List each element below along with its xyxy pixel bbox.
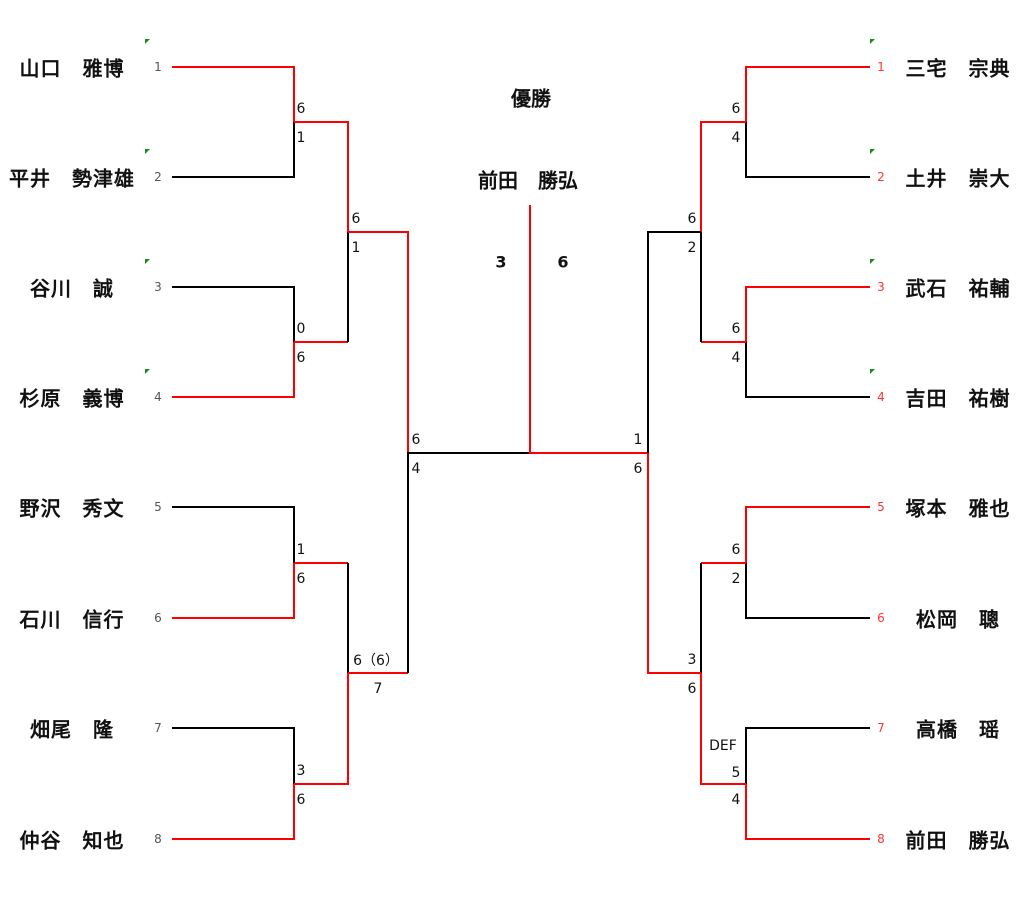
seed-number: 7 xyxy=(877,721,885,735)
seed-number: 2 xyxy=(877,170,885,184)
seed-number: 1 xyxy=(877,60,885,74)
marker-icon xyxy=(870,39,875,44)
player-name: 塚本 雅也 xyxy=(905,496,1011,521)
player-name: 吉田 祐樹 xyxy=(905,386,1011,411)
score: 1 xyxy=(351,240,361,256)
player-name: 畑尾 隆 xyxy=(30,717,114,742)
champion-label: 優勝 xyxy=(511,86,551,111)
player-name: 松岡 聰 xyxy=(916,607,1000,632)
score: 6 xyxy=(687,211,697,227)
score: 2 xyxy=(731,571,741,587)
seed-number: 6 xyxy=(877,611,885,625)
seed-number: 6 xyxy=(154,611,162,625)
score: 6 xyxy=(296,350,306,366)
seed-number: 1 xyxy=(154,60,162,74)
score: 4 xyxy=(731,350,741,366)
score: 6 xyxy=(731,321,741,337)
marker-icon xyxy=(145,369,150,374)
marker-icon xyxy=(145,149,150,154)
marker-icon xyxy=(870,259,875,264)
score: 6 xyxy=(687,681,697,697)
final-score-right: 6 xyxy=(557,252,569,272)
seed-number: 8 xyxy=(877,832,885,846)
seed-number: 3 xyxy=(154,280,162,294)
marker-icon xyxy=(870,149,875,154)
score: 6 xyxy=(411,432,421,448)
seed-number: 2 xyxy=(154,170,162,184)
score: 6 xyxy=(351,211,361,227)
final-score-left: 3 xyxy=(495,252,507,272)
score: 0 xyxy=(296,321,306,337)
player-name: 土井 崇大 xyxy=(905,166,1011,191)
seed-number: 7 xyxy=(154,721,162,735)
champion-name: 前田 勝弘 xyxy=(478,168,578,193)
score: 2 xyxy=(687,240,697,256)
score: DEF xyxy=(709,738,737,754)
score: 4 xyxy=(731,792,741,808)
score: 6 xyxy=(633,461,643,477)
score: 4 xyxy=(411,461,421,477)
player-name: 平井 勢津雄 xyxy=(9,166,135,191)
score: 1 xyxy=(296,130,306,146)
score: 6 xyxy=(731,542,741,558)
seed-number: 4 xyxy=(877,390,885,404)
score: 3 xyxy=(687,652,697,668)
score: 1 xyxy=(296,542,306,558)
player-name: 山口 雅博 xyxy=(19,56,125,81)
player-name: 野沢 秀文 xyxy=(19,496,125,521)
player-name: 前田 勝弘 xyxy=(905,828,1011,853)
player-name: 高橋 瑶 xyxy=(916,717,1000,742)
seed-number: 3 xyxy=(877,280,885,294)
score: 6 xyxy=(731,101,741,117)
score: 6 xyxy=(296,792,306,808)
player-name: 谷川 誠 xyxy=(30,276,114,301)
marker-icon xyxy=(870,369,875,374)
seed-number: 5 xyxy=(154,500,162,514)
player-name: 三宅 宗典 xyxy=(905,56,1011,81)
score: 3 xyxy=(296,763,306,779)
score: 7 xyxy=(373,681,383,697)
player-name: 武石 祐輔 xyxy=(905,276,1011,301)
score: 6 xyxy=(296,101,306,117)
score: 6（6） xyxy=(353,653,399,669)
player-name: 仲谷 知也 xyxy=(19,828,125,853)
score: 1 xyxy=(633,432,643,448)
score: 5 xyxy=(731,765,741,781)
seed-number: 8 xyxy=(154,832,162,846)
player-name: 杉原 義博 xyxy=(19,386,125,411)
score: 4 xyxy=(731,130,741,146)
score: 6 xyxy=(296,571,306,587)
marker-icon xyxy=(145,39,150,44)
seed-number: 5 xyxy=(877,500,885,514)
player-name: 石川 信行 xyxy=(19,607,125,632)
marker-icon xyxy=(145,259,150,264)
seed-number: 4 xyxy=(154,390,162,404)
